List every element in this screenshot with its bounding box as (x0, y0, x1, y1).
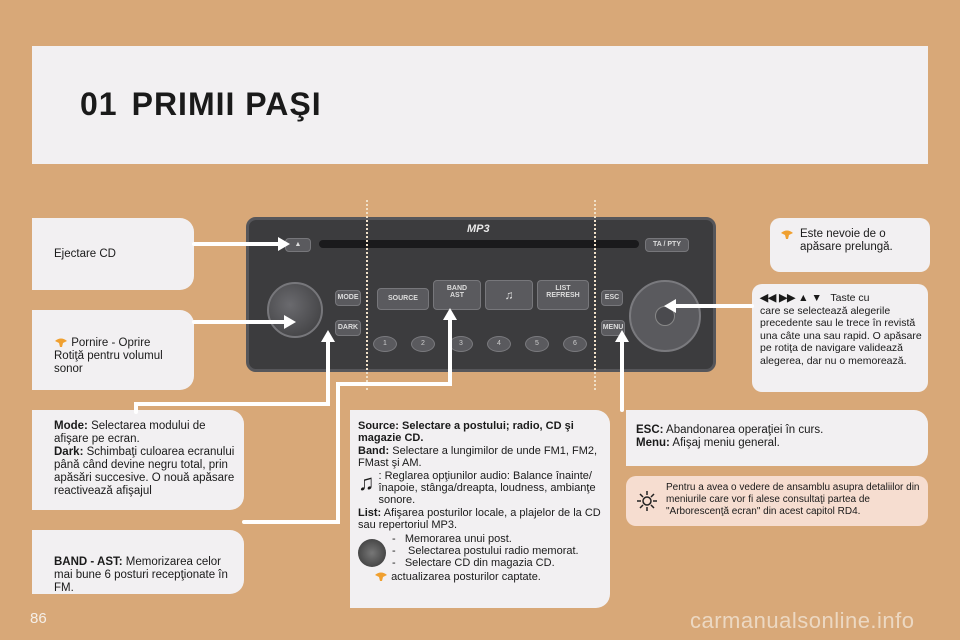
nav-symbols: ◀◀ ▶▶ ▲ ▼ (760, 292, 822, 304)
info-callout: Pentru a avea o vedere de ansamblu asupr… (626, 476, 928, 526)
list-label-text: List: (358, 506, 382, 519)
preset-button-2[interactable]: 2 (411, 336, 435, 352)
page-number: 86 (30, 610, 47, 627)
volume-knob[interactable] (267, 282, 323, 338)
divider-right (594, 200, 596, 390)
watermark: carmanualsonline.info (690, 608, 915, 633)
list-item: -Selectarea postului radio memorat. (392, 545, 579, 558)
volume-text: Rotiţă pentru volumul sonor (54, 350, 163, 375)
source-band-list-callout: Source: Selectare a postului; radio, CD … (350, 410, 610, 608)
menu-text: Afişaj meniu general. (672, 437, 780, 449)
dark-text: Schimbaţi culoarea ecranului până când d… (54, 446, 235, 497)
list-item: - Memorarea unui post. (392, 532, 512, 545)
audio-button[interactable]: ♫ (485, 280, 533, 310)
long-press-row: Este nevoie de o apăsare prelungă. (780, 228, 924, 254)
eject-text: Ejectare CD (54, 248, 116, 260)
band-ast-callout: BAND - AST: Memorizarea celor mai bune 6… (32, 530, 244, 594)
mode-label: Mode: (54, 420, 88, 432)
menu-button[interactable]: MENU (601, 320, 625, 336)
knob-icon (358, 538, 386, 567)
nav-text1: Taste cu (830, 292, 870, 304)
info-row: Pentru a avea o vedere de ansamblu asupr… (636, 482, 922, 518)
hand-icon (781, 230, 793, 239)
list-label: LIST (555, 285, 571, 292)
refresh-label: REFRESH (546, 292, 580, 299)
navigation-pad[interactable] (629, 280, 701, 352)
hand-icon (375, 572, 387, 581)
mp3-logo: MP3 (467, 223, 490, 235)
list-text: Afişarea posturilor locale, a plajelor d… (358, 506, 601, 532)
dark-button[interactable]: DARK (335, 320, 361, 336)
hand-icon (55, 338, 67, 347)
band-ast-label: BAND - AST: (54, 556, 123, 568)
esc-menu-callout: ESC: Abandonarea operaţiei în curs. Menu… (626, 410, 928, 466)
chapter-title: PRIMII PAŞI (131, 86, 322, 122)
mode-text: Selectarea modului de afişare pe ecran. (54, 420, 206, 445)
list-item-last: actualizarea posturilor captate. (358, 570, 602, 583)
arrow-mode (134, 338, 330, 414)
header-panel (32, 46, 928, 164)
eject-callout: Ejectare CD (32, 218, 194, 290)
preset-button-6[interactable]: 6 (563, 336, 587, 352)
mode-dark-callout: Mode: Selectarea modului de afişare pe e… (32, 410, 244, 510)
long-press-text: Este nevoie de o apăsare prelungă. (800, 228, 893, 253)
source-label: Source: Selectare a postului; radio, CD … (358, 420, 574, 445)
esc-label: ESC: (636, 424, 664, 436)
esc-button[interactable]: ESC (601, 290, 623, 306)
dark-label: Dark: (54, 446, 84, 458)
power-callout: Pornire - Oprire Rotiţă pentru volumul s… (32, 310, 194, 390)
list-item-column: - Memorarea unui post. -Selectarea postu… (392, 533, 579, 570)
divider-left (366, 200, 368, 390)
source-button[interactable]: SOURCE (377, 288, 429, 310)
band-label: BAND (446, 285, 468, 292)
list-items: - Memorarea unui post. -Selectarea postu… (358, 533, 602, 570)
ast-label: AST (450, 292, 464, 299)
navigation-callout: ◀◀ ▶▶ ▲ ▼ Taste cu care se selectează al… (752, 284, 928, 392)
mode-button[interactable]: MODE (335, 290, 361, 306)
cd-slot (319, 240, 639, 248)
page-title: 01 PRIMII PAŞI (80, 86, 322, 123)
preset-button-1[interactable]: 1 (373, 336, 397, 352)
chapter-number: 01 (80, 86, 118, 122)
ta-pty-button[interactable]: TA / PTY (645, 238, 689, 252)
long-press-callout: Este nevoie de o apăsare prelungă. (770, 218, 930, 272)
info-text: Pentru a avea o vedere de ansamblu asupr… (666, 482, 920, 517)
arrow-band (242, 316, 452, 524)
audio-text: : Reglarea opţiunilor audio: Balance îna… (378, 469, 596, 507)
light-icon (637, 491, 657, 511)
preset-button-5[interactable]: 5 (525, 336, 549, 352)
preset-button-4[interactable]: 4 (487, 336, 511, 352)
music-note-icon: ♫ (358, 469, 375, 495)
band-label-text: Band: (358, 444, 390, 457)
power-text: Pornire - Oprire (71, 337, 151, 349)
menu-label: Menu: (636, 437, 670, 449)
band-ast-text: Memorizarea celor mai bune 6 posturi rec… (54, 556, 228, 594)
nav-text2: care se selectează alegerile precedente … (760, 304, 922, 367)
esc-text: Abandonarea operaţiei în curs. (666, 424, 824, 436)
band-text: Selectare a lungimilor de unde FM1, FM2,… (358, 444, 598, 470)
audio-row: ♫ : Reglarea opţiunilor audio: Balance î… (358, 470, 602, 507)
list-item: - Selectare CD din magazia CD. (392, 557, 555, 570)
